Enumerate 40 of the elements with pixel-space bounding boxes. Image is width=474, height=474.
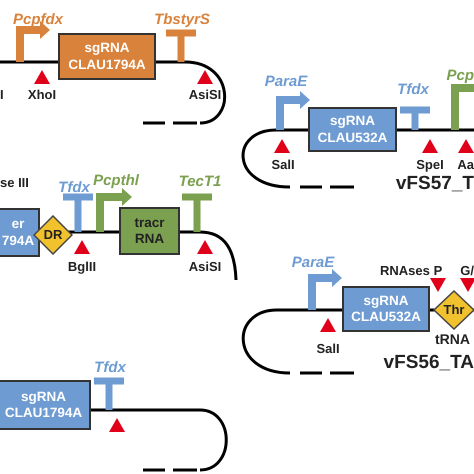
site-label: BglII bbox=[68, 260, 96, 273]
site-label: Aa bbox=[457, 158, 474, 171]
part-label: Tfdx bbox=[58, 180, 90, 195]
element-caption: tRNA bbox=[435, 332, 470, 346]
part-label: ParaE bbox=[292, 255, 334, 270]
gene-box bbox=[58, 33, 156, 80]
part-label: TecT1 bbox=[178, 174, 222, 189]
part-label: TbstyrS bbox=[154, 12, 210, 27]
gene-box bbox=[0, 380, 91, 430]
site-label: I bbox=[0, 88, 4, 101]
plasmid-name: vFS57_T bbox=[396, 174, 474, 193]
part-label: ParaE bbox=[264, 74, 308, 89]
element-label: Thr bbox=[444, 302, 464, 318]
site-label: P bbox=[434, 264, 442, 277]
site-label: AsiSI bbox=[188, 88, 222, 101]
element-label: DR bbox=[44, 227, 62, 243]
gene-box bbox=[342, 286, 430, 332]
gene-box bbox=[119, 207, 180, 255]
site-label: XhoI bbox=[28, 88, 56, 101]
gene-name: er 794A bbox=[1, 216, 35, 249]
gene-name: tracr RNA bbox=[133, 214, 166, 248]
gene-name: sgRNA CLAU532A bbox=[316, 113, 388, 146]
site-label: SalI bbox=[271, 158, 295, 171]
gene-name: sgRNA CLAU1794A bbox=[4, 388, 84, 422]
gene-name: sgRNA CLAU532A bbox=[350, 292, 422, 326]
part-label: Pcpfdx bbox=[13, 12, 63, 27]
gene-name: sgRNA CLAU1794A bbox=[67, 40, 147, 73]
site-label: G/ bbox=[460, 264, 474, 277]
part-label: Tfdx bbox=[94, 360, 126, 375]
part-label: Tfdx bbox=[397, 82, 429, 97]
site-label: SpeI bbox=[416, 158, 444, 171]
site-label: se III bbox=[0, 176, 29, 189]
gene-box bbox=[0, 208, 40, 257]
gene-box bbox=[308, 107, 397, 152]
site-label: SalI bbox=[316, 342, 340, 355]
part-label: Pcpthl bbox=[93, 173, 139, 188]
part-label: Pcp bbox=[446, 68, 474, 83]
site-label: RNAses bbox=[380, 264, 430, 277]
plasmid-name: vFS56_TA bbox=[384, 353, 474, 372]
site-label: AsiSI bbox=[188, 260, 222, 273]
